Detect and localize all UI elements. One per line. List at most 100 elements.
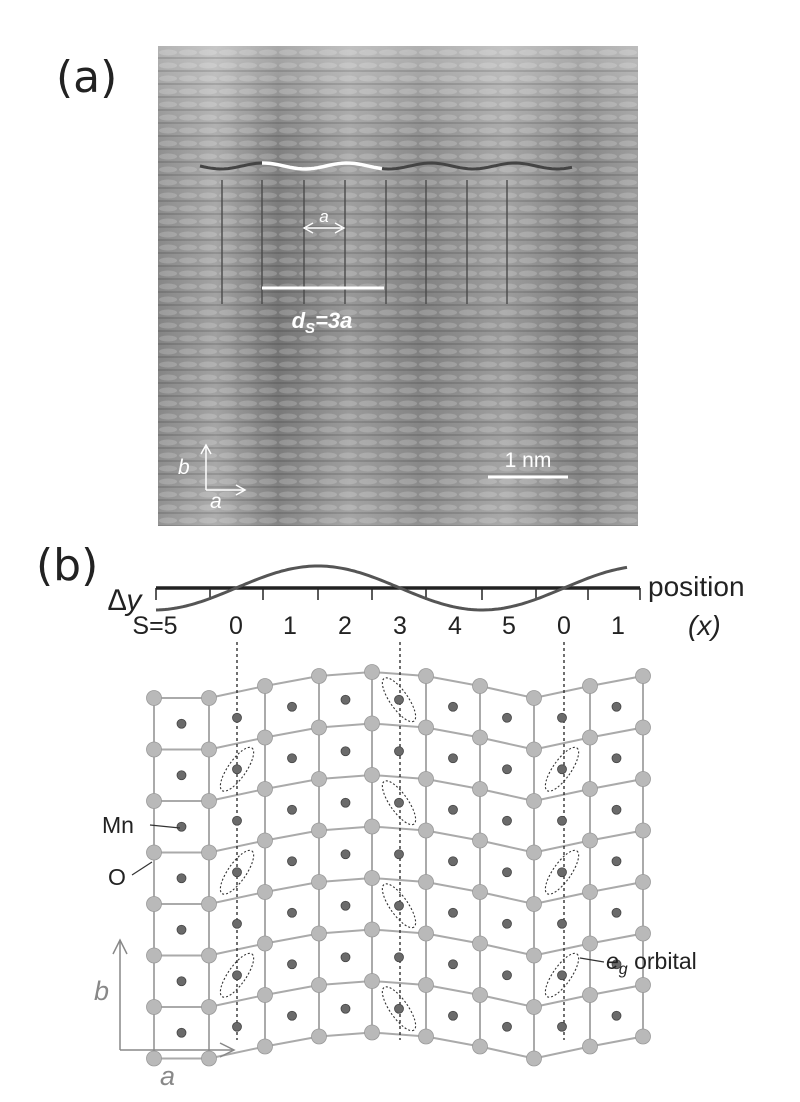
bond-horizontal [371,1031,427,1038]
oxygen-atom [526,793,542,809]
bond-horizontal [479,685,535,699]
manganese-atom [448,804,458,815]
oxygen-atom [526,741,542,758]
oxygen-atom [201,844,217,861]
manganese-atom [232,867,242,878]
oxygen-atom [201,896,217,912]
manganese-atom [232,918,242,929]
eg-rest: orbital [628,948,697,974]
bond-horizontal [533,942,591,957]
bond-horizontal [425,932,481,945]
manganese-atom [394,797,404,808]
oxygen-atom [418,668,434,684]
delta-y-wave [155,564,628,612]
manganese-atom [176,976,187,987]
oxygen-atom [364,973,380,989]
bond-horizontal [318,980,373,986]
manganese-atom [340,1003,351,1014]
manganese-atom [340,952,351,963]
manganese-atom [340,849,351,860]
oxygen-atom [311,822,327,839]
oxygen-atom [201,947,217,964]
stm-image: a dS=3a 1 nm b a [158,46,638,526]
manganese-atom [176,718,187,729]
bond-horizontal [425,881,481,893]
bond-horizontal [264,829,320,842]
oxygen-atom [472,987,488,1003]
oxygen-atom [472,832,488,849]
bond-horizontal [371,722,427,729]
bond-horizontal [479,891,535,905]
manganese-atom [232,815,242,826]
bond-horizontal [533,788,591,802]
oxygen-atom [146,741,162,758]
manganese-atom [502,970,512,981]
oxygen-atom [526,844,542,861]
oxygen-atom [146,793,162,809]
oxygen-atom [146,690,162,706]
oxygen-atom [635,925,651,942]
manganese-atom [232,970,242,981]
mn-label: Mn [102,812,134,838]
oxygen-atom [582,781,598,797]
manganese-atom [557,918,567,929]
bond-horizontal [264,932,320,945]
bond-horizontal [533,839,591,854]
period-rest: =3a [315,308,352,333]
manganese-atom [176,1027,187,1038]
oxygen-atom [635,977,651,993]
oxygen-atom [146,999,162,1015]
axis-b-arrowhead [112,938,128,955]
oxygen-atom [364,921,380,938]
manganese-atom [176,924,187,935]
bond-horizontal [479,942,535,957]
oxygen-atom [582,987,598,1003]
oxygen-atom [311,874,327,890]
manganese-atom [557,867,567,878]
axis-b-arrowhead-a [200,443,212,455]
eg-orbital [381,883,417,929]
oxygen-atom [257,832,273,849]
bond-horizontal [425,1035,481,1048]
manganese-atom [502,815,512,826]
bond-horizontal [318,722,373,729]
oxygen-atom [582,678,598,694]
manganese-atom [448,959,458,970]
oxygen-atom [364,664,380,680]
manganese-atom [557,970,567,981]
oxygen-atom [364,715,380,732]
eg-orbital [219,849,255,895]
bond-horizontal [589,778,644,790]
axis-b-label-b: b [94,976,109,1006]
oxygen-atom [472,678,488,694]
bond-horizontal [264,881,320,893]
oxygen-atom [582,832,598,849]
o-label: O [108,864,126,890]
panel-a-label: (a) [56,52,118,103]
bond-horizontal [533,685,591,699]
delta-y-label: ∆y [108,584,143,617]
oxygen-atom [311,668,327,684]
axis-a-arrowhead [219,1042,236,1058]
manganese-atom [176,770,187,781]
bond-horizontal [479,1045,535,1060]
manganese-atom [448,907,458,918]
manganese-atom [232,1021,242,1032]
bond-horizontal [533,736,591,751]
bond-horizontal [425,778,481,790]
oxygen-atom [257,987,273,1003]
bond-horizontal [264,778,320,790]
oxygen-atom [201,793,217,809]
s-label: 3 [393,612,407,640]
lattice-arrowhead-right [334,222,346,234]
manganese-atom [176,873,187,884]
manganese-atom [287,701,297,712]
manganese-atom [340,746,351,757]
oxygen-atom [418,874,434,890]
manganese-atom [557,815,567,826]
bond-horizontal [264,675,320,687]
bond-horizontal [479,839,535,854]
bond-horizontal [371,980,427,986]
oxygen-atom [582,884,598,900]
oxygen-atom [201,741,217,758]
